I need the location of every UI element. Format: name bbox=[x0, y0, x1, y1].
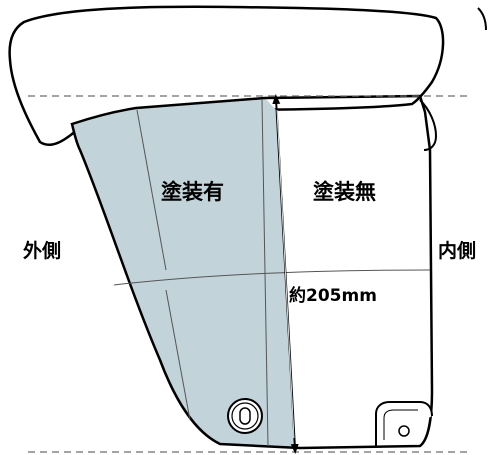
painted-region bbox=[72, 98, 294, 448]
bolt-hole-icon bbox=[227, 398, 263, 434]
corner-detail bbox=[477, 7, 487, 31]
unpainted-label: 塗装無 bbox=[313, 180, 376, 204]
seam-line-horizontal bbox=[113, 269, 431, 286]
outer-side-label: 外側 bbox=[23, 240, 62, 262]
dimension-arrow-inner bbox=[276, 109, 295, 439]
painted-label: 塗装有 bbox=[161, 180, 224, 204]
seam-line-vertical-left bbox=[136, 109, 167, 271]
seam-line-vertical-left-lower bbox=[165, 289, 191, 421]
mounting-tab-icon bbox=[375, 401, 433, 446]
inner-side-label: 内側 bbox=[438, 240, 477, 262]
dimension-label: 約205mm bbox=[289, 286, 377, 306]
